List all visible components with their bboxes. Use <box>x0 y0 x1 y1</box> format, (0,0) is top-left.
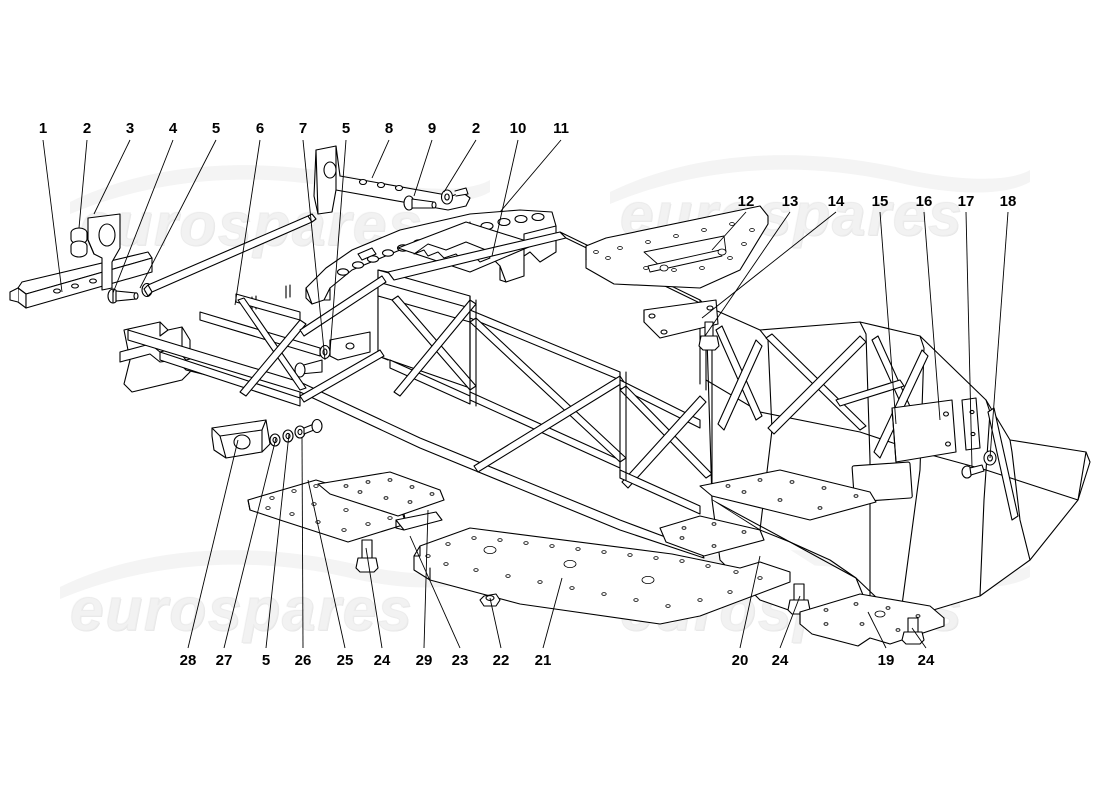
part-29-tab-plate <box>395 511 443 531</box>
callout-number-18[interactable]: 18 <box>999 193 1017 210</box>
part-1-side-rail <box>9 251 153 309</box>
callout-number-26[interactable]: 26 <box>294 652 312 669</box>
leader-line-5 <box>139 139 217 289</box>
leader-line-26 <box>301 437 304 649</box>
callout-number-2[interactable]: 2 <box>471 120 481 137</box>
leader-line-7 <box>302 139 326 361</box>
part-7-bracket <box>294 331 371 378</box>
callout-number-29[interactable]: 29 <box>415 652 433 669</box>
part-9-bolt <box>403 195 437 211</box>
leader-line-24 <box>779 595 801 649</box>
callout-number-25[interactable]: 25 <box>336 652 354 669</box>
callout-number-8[interactable]: 8 <box>384 120 394 137</box>
callout-number-16[interactable]: 16 <box>915 193 933 210</box>
part-24-bolt-c <box>901 617 925 645</box>
callout-number-20[interactable]: 20 <box>731 652 749 669</box>
leader-line-8 <box>371 139 390 179</box>
leader-line-19 <box>867 611 887 649</box>
part-26-rear-right-plate <box>659 515 765 557</box>
leader-line-3 <box>93 139 131 215</box>
callout-number-27[interactable]: 27 <box>215 652 233 669</box>
callout-number-14[interactable]: 14 <box>827 193 845 210</box>
callout-number-17[interactable]: 17 <box>957 193 975 210</box>
callout-number-22[interactable]: 22 <box>492 652 510 669</box>
leader-line-5 <box>329 139 347 353</box>
leader-line-29 <box>423 509 429 649</box>
leader-line-1 <box>42 139 63 293</box>
part-12-plate <box>585 205 769 289</box>
leader-line-6 <box>234 139 261 306</box>
callout-number-10[interactable]: 10 <box>509 120 527 137</box>
leader-line-17 <box>965 211 973 469</box>
part-6-tube <box>143 213 317 311</box>
leader-line-4 <box>112 139 174 294</box>
leader-line-15 <box>879 211 897 425</box>
leader-line-10 <box>491 139 519 257</box>
part-28-bracket <box>211 419 271 459</box>
callout-number-24[interactable]: 24 <box>917 652 935 669</box>
part-20-rear-plate <box>699 469 877 521</box>
leader-line-24 <box>911 627 927 649</box>
leader-line-22 <box>489 597 502 649</box>
part-24-bolt-a <box>355 539 379 573</box>
callout-number-23[interactable]: 23 <box>451 652 469 669</box>
leader-lines <box>42 139 1009 649</box>
leader-line-9 <box>413 139 433 197</box>
part-8-arm <box>313 145 471 215</box>
callout-number-12[interactable]: 12 <box>737 193 755 210</box>
callout-number-24[interactable]: 24 <box>373 652 391 669</box>
leader-line-12 <box>711 211 747 251</box>
leader-line-21 <box>542 577 563 649</box>
callout-number-11[interactable]: 11 <box>553 120 569 137</box>
callout-number-5[interactable]: 5 <box>261 652 271 669</box>
leader-line-11 <box>499 139 562 213</box>
callout-number-19[interactable]: 19 <box>877 652 895 669</box>
callout-number-13[interactable]: 13 <box>781 193 799 210</box>
callout-number-4[interactable]: 4 <box>168 120 178 137</box>
leader-line-28 <box>187 439 239 649</box>
part-17-bolt <box>961 464 985 479</box>
part-23-inner-plate <box>317 471 445 517</box>
callout-number-21[interactable]: 21 <box>534 652 552 669</box>
part-4-bolt <box>107 288 139 304</box>
leader-line-18 <box>989 211 1009 459</box>
leader-line-5 <box>265 433 290 649</box>
part-2-washer-b <box>440 189 454 205</box>
callout-number-9[interactable]: 9 <box>427 120 437 137</box>
leader-line-23 <box>409 535 461 649</box>
leader-line-27 <box>223 437 277 649</box>
callout-number-5[interactable]: 5 <box>341 120 351 137</box>
callout-number-24[interactable]: 24 <box>771 652 789 669</box>
leader-line-20 <box>739 555 761 649</box>
part-13-triangular-bracket <box>643 299 719 339</box>
leader-line-16 <box>923 211 941 421</box>
callout-number-7[interactable]: 7 <box>298 120 308 137</box>
callout-number-28[interactable]: 28 <box>179 652 197 669</box>
leader-line-14 <box>701 211 837 319</box>
leader-line-24 <box>365 547 383 649</box>
leader-line-25 <box>307 479 346 649</box>
callout-number-2[interactable]: 2 <box>82 120 92 137</box>
callout-number-1[interactable]: 1 <box>38 120 48 137</box>
callout-number-5[interactable]: 5 <box>211 120 221 137</box>
part-27-5-26-fasteners <box>269 418 323 447</box>
leader-line-2 <box>443 139 477 193</box>
callout-number-3[interactable]: 3 <box>125 120 135 137</box>
callout-number-15[interactable]: 15 <box>871 193 889 210</box>
part-21-center-floor-pan <box>413 527 791 625</box>
part-3-bracket <box>87 213 121 291</box>
callout-number-6[interactable]: 6 <box>255 120 265 137</box>
part-2-bushings <box>70 227 88 258</box>
leader-line-13 <box>704 211 791 337</box>
leader-line-2 <box>78 139 88 229</box>
